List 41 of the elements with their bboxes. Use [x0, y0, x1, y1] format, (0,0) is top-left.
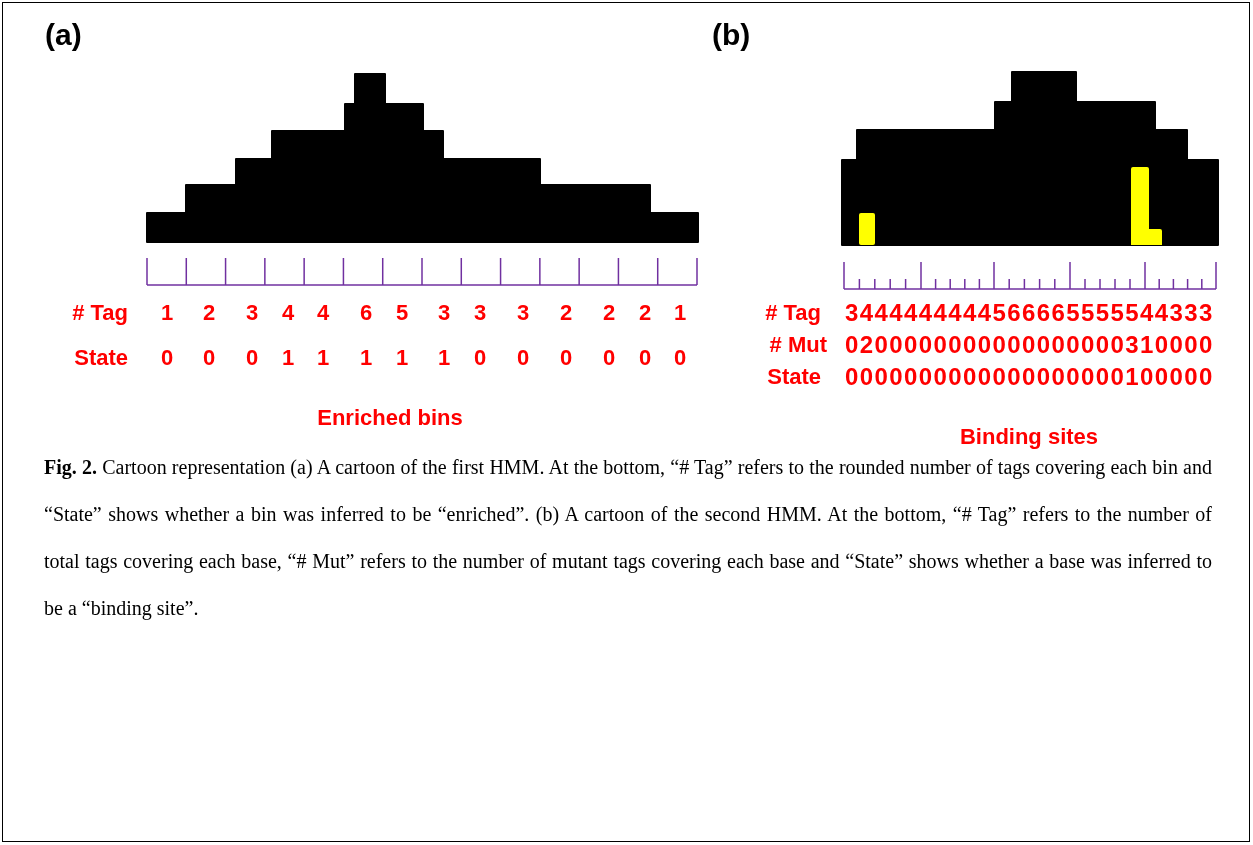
- value-label: 0: [673, 347, 687, 369]
- value-string: 0000000000000000000100000: [845, 365, 1214, 389]
- value-label: 4: [281, 302, 295, 324]
- value-label: 1: [395, 347, 409, 369]
- value-label: 0: [516, 347, 530, 369]
- value-label: 2: [559, 302, 573, 324]
- value-label: 1: [160, 302, 174, 324]
- value-label: 0: [638, 347, 652, 369]
- value-label: 0: [473, 347, 487, 369]
- value-label: 1: [359, 347, 373, 369]
- row-label: # Tag: [72, 302, 128, 324]
- value-label: 3: [437, 302, 451, 324]
- row-label: # Tag: [765, 302, 821, 324]
- value-label: 2: [638, 302, 652, 324]
- value-label: 1: [281, 347, 295, 369]
- value-label: 2: [602, 302, 616, 324]
- value-string: 3444444444566665555544333: [845, 301, 1214, 325]
- value-label: 0: [602, 347, 616, 369]
- panel-caption: Binding sites: [959, 426, 1099, 448]
- value-label: 0: [245, 347, 259, 369]
- value-label: 3: [516, 302, 530, 324]
- value-label: 3: [473, 302, 487, 324]
- value-label: 1: [673, 302, 687, 324]
- value-label: 0: [202, 347, 216, 369]
- value-label: 5: [395, 302, 409, 324]
- value-string: 0200000000000000000310000: [845, 333, 1214, 357]
- figure-caption: Fig. 2. Cartoon representation (a) A cartoon of the first HMM. At the bottom, “# Tag” refers to the rounded number of tags covering each bin and “State” shows whether a bin was inferred to be “enriched”. (b) A cartoon of the second HMM. At the bottom, “# Tag” refers to the number of total tags covering each base, “# Mut” refers to the number of mutant tags covering each base and “State” shows whether a base was inferred to be a “binding site”.: [44, 455, 1212, 622]
- value-label: 2: [202, 302, 216, 324]
- row-label: State: [767, 366, 821, 388]
- value-label: 6: [359, 302, 373, 324]
- value-label: 4: [316, 302, 330, 324]
- value-label: 3: [245, 302, 259, 324]
- panel-caption: Enriched bins: [317, 407, 463, 429]
- row-label: # Mut: [769, 334, 827, 356]
- value-label: 0: [559, 347, 573, 369]
- value-label: 1: [437, 347, 451, 369]
- panel-label: (a): [45, 20, 82, 50]
- panel-label: (b): [712, 20, 751, 50]
- row-label: State: [74, 347, 128, 369]
- value-label: 0: [160, 347, 174, 369]
- value-label: 1: [316, 347, 330, 369]
